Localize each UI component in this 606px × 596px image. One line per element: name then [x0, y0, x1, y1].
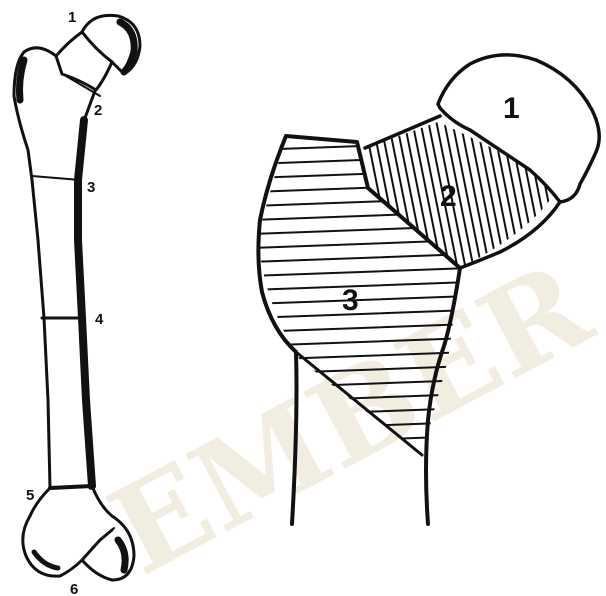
right-label-3: 3 [342, 284, 359, 317]
left-label-6: 6 [70, 581, 78, 596]
left-label-4: 4 [95, 311, 104, 328]
left-line-3 [32, 176, 80, 180]
right-label-1: 1 [503, 92, 520, 125]
left-line-5 [50, 486, 92, 488]
left-label-2: 2 [94, 102, 102, 119]
left-label-5: 5 [26, 487, 34, 504]
left-shaft-cortex [78, 120, 92, 486]
left-label-1: 1 [68, 9, 76, 26]
left-label-3: 3 [87, 179, 95, 196]
right-label-2: 2 [440, 180, 457, 213]
right-femoral-head [438, 55, 599, 202]
